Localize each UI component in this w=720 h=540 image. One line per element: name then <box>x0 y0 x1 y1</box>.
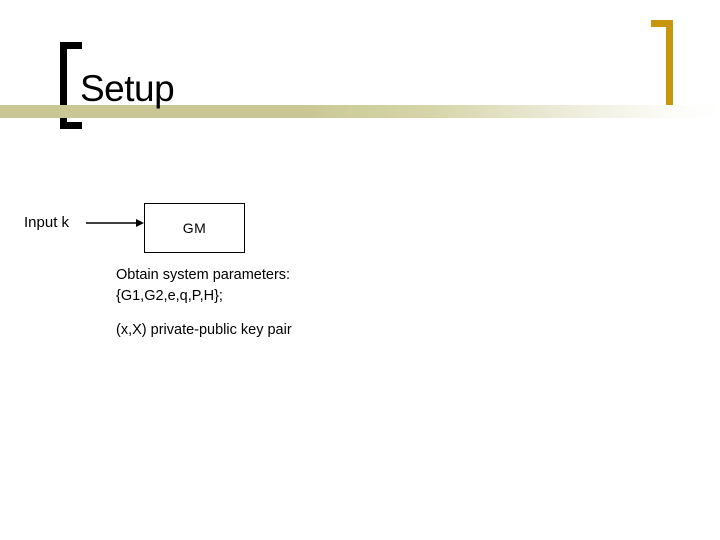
notes-block: Obtain system parameters: {G1,G2,e,q,P,H… <box>116 265 536 341</box>
right-arrow-icon <box>86 219 144 227</box>
gm-entity-box: GM <box>144 203 245 253</box>
input-label: Input k <box>24 214 70 231</box>
note-line: {G1,G2,e,q,P,H}; <box>116 288 223 304</box>
gm-entity-label: GM <box>182 220 207 236</box>
title-bracket-left-icon <box>60 42 82 129</box>
title-bracket-right-icon <box>651 20 673 116</box>
note-line: (x,X) private-public key pair <box>116 322 292 338</box>
page-title: Setup <box>80 68 175 109</box>
notes-spacer <box>116 307 536 320</box>
note-line: Obtain system parameters: <box>116 267 291 283</box>
title-divider-rule <box>0 105 720 118</box>
